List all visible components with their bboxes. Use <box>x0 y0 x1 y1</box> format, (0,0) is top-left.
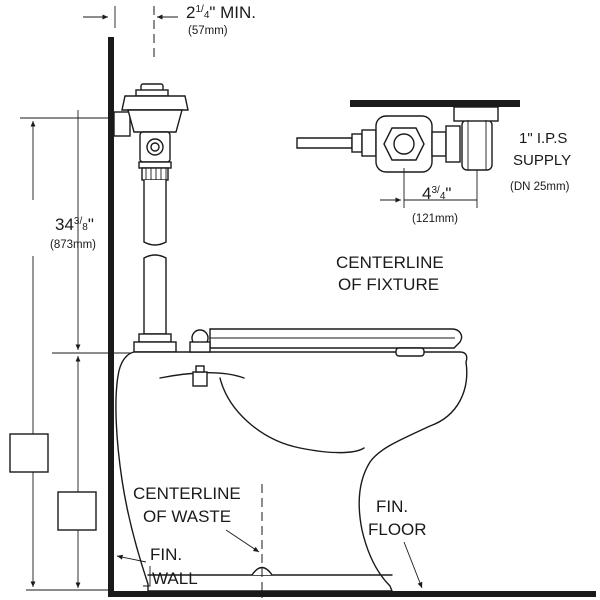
supply-label-size: 1" I.P.S <box>519 130 567 147</box>
fin-floor-pointer <box>403 541 423 589</box>
fin-wall-label-2: WALL <box>152 569 198 588</box>
supply-label-dn: (DN 25mm) <box>510 181 570 193</box>
wall-offset-dimension: 21/4" MIN. (57mm) <box>83 3 256 60</box>
supply-label-type: SUPPLY <box>513 152 571 169</box>
toilet-seat <box>189 328 463 357</box>
height-dimension-label: 343/8" <box>55 215 94 234</box>
flush-tube <box>133 180 177 353</box>
fin-floor-label-1: FIN. <box>376 497 408 516</box>
offset-dimension-mm: (57mm) <box>188 25 228 37</box>
toilet-bowl <box>115 351 468 592</box>
waste-centerline <box>225 484 263 598</box>
finished-floor <box>108 591 596 597</box>
offset-dimension-label: 21/4" MIN. <box>186 3 256 22</box>
height-dimension-mm: (873mm) <box>50 239 96 251</box>
height-dimension: 343/8" (873mm) <box>20 110 135 591</box>
waste-centerline-label-1: CENTERLINE <box>133 484 241 503</box>
spacing-dimension-label: 43/4" <box>422 184 451 203</box>
spacing-dimension-mm: (121mm) <box>412 213 458 225</box>
valve-top-view <box>296 100 520 173</box>
fin-wall-label-1: FIN. <box>150 545 182 564</box>
carrier-box-lower <box>57 491 97 531</box>
fin-floor-label-2: FLOOR <box>368 520 427 539</box>
carrier-box-upper <box>9 433 49 473</box>
fixture-centerline-label-2: OF FIXTURE <box>338 275 439 294</box>
fin-wall-pointer <box>116 554 151 587</box>
waste-centerline-label-2: OF WASTE <box>143 507 231 526</box>
flushometer-valve <box>113 83 189 181</box>
spacing-dimension: 43/4" (121mm) <box>380 168 478 225</box>
finished-wall <box>108 37 114 597</box>
fixture-centerline-label-1: CENTERLINE <box>336 253 444 272</box>
